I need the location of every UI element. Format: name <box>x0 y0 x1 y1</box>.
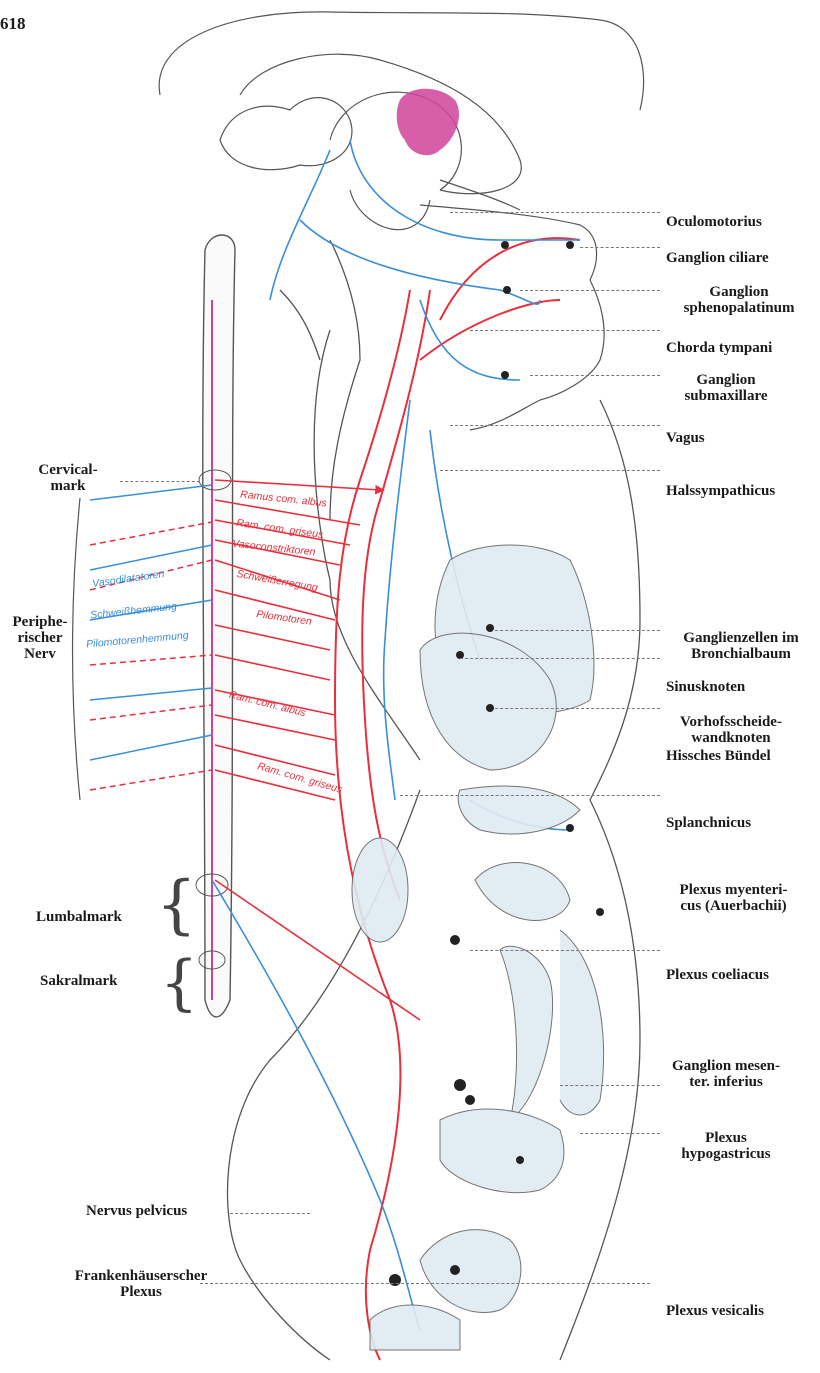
label-plexus-myentericus: Plexus myenteri- cus (Auerbachii) <box>666 882 801 914</box>
label-line: Ganglion <box>666 372 786 388</box>
leader-cervical <box>120 481 200 482</box>
label-lumbalmark: Lumbalmark <box>36 909 122 925</box>
torso-outline <box>228 240 640 1360</box>
leader-sinusknoten <box>460 658 660 659</box>
leader-franken <box>200 1283 650 1284</box>
label-line: Cervical- <box>28 462 108 478</box>
label-chorda-tympani: Chorda tympani <box>666 340 772 356</box>
label-line: Ganglion mesen- <box>666 1058 786 1074</box>
spinal-cord <box>196 235 235 1017</box>
pituitary-region <box>397 89 459 155</box>
leader-vagus <box>450 425 660 426</box>
leader-vorhof <box>495 708 660 709</box>
label-line: Plexus <box>56 1284 226 1300</box>
leader-chorda <box>470 330 660 331</box>
label-ganglion-mesenter-inferius: Ganglion mesen- ter. inferius <box>666 1058 786 1090</box>
label-vagus: Vagus <box>666 430 705 446</box>
sakral-brace: { <box>160 955 198 1011</box>
label-line: Plexus <box>666 1130 786 1146</box>
leader-ganglienzellen <box>495 630 660 631</box>
label-sakralmark: Sakralmark <box>40 973 118 989</box>
label-line: rischer <box>4 630 76 646</box>
label-oculomotorius: Oculomotorius <box>666 214 762 230</box>
label-frankenhaeuserscher-plexus: Frankenhäuserscher Plexus <box>56 1268 226 1300</box>
label-peripherischer-nerv: Periphe- rischer Nerv <box>4 614 76 662</box>
label-ganglion-sphenopalatinum: Ganglion sphenopalatinum <box>666 284 812 316</box>
label-plexus-vesicalis: Plexus vesicalis <box>666 1303 764 1319</box>
label-line: cus (Auerbachii) <box>666 898 801 914</box>
label-line: Bronchialbaum <box>666 646 816 662</box>
label-nervus-pelvicus: Nervus pelvicus <box>86 1203 187 1219</box>
leader-halssympathicus <box>440 470 660 471</box>
label-line: Ganglienzellen im <box>666 630 816 646</box>
leader-oculomotorius <box>450 212 660 213</box>
lumbal-brace: { <box>156 875 197 935</box>
leader-submax <box>530 375 660 376</box>
label-ganglion-submaxillare: Ganglion submaxillare <box>666 372 786 404</box>
label-line: sphenopalatinum <box>666 300 812 316</box>
label-line: ter. inferius <box>666 1074 786 1090</box>
leader-ganglion-mes <box>560 1085 660 1086</box>
label-hissches-buendel: Hissches Bündel <box>666 748 771 764</box>
leader-splanchnicus <box>400 795 660 796</box>
label-line: Ganglion <box>666 284 812 300</box>
label-splanchnicus: Splanchnicus <box>666 815 751 831</box>
label-plexus-hypogastricus: Plexus hypogastricus <box>666 1130 786 1162</box>
leader-pelvicus <box>230 1213 310 1214</box>
label-line: submaxillare <box>666 388 786 404</box>
label-line: wandknoten <box>666 730 796 746</box>
leader-ganglion-spheno <box>520 290 660 291</box>
label-vorhofsscheidewandknoten: Vorhofsscheide- wandknoten <box>666 714 796 746</box>
label-line: Frankenhäuserscher <box>56 1268 226 1284</box>
leader-plexus-coeliacus <box>470 950 660 951</box>
leader-ganglion-ciliare <box>580 247 660 248</box>
label-sinusknoten: Sinusknoten <box>666 679 745 695</box>
label-ganglion-ciliare: Ganglion ciliare <box>666 250 769 266</box>
label-plexus-coeliacus: Plexus coeliacus <box>666 967 769 983</box>
label-line: Periphe- <box>4 614 76 630</box>
label-line: mark <box>28 478 108 494</box>
label-line: Vorhofsscheide- <box>666 714 796 730</box>
leader-plexus-hypo <box>580 1133 660 1134</box>
label-halssympathicus: Halssympathicus <box>666 483 775 499</box>
label-line: Nerv <box>4 646 76 662</box>
label-line: hypogastricus <box>666 1146 786 1162</box>
label-line: Plexus myenteri- <box>666 882 801 898</box>
label-ganglienzellen: Ganglienzellen im Bronchialbaum <box>666 630 816 662</box>
label-cervicalmark: Cervical- mark <box>28 462 108 494</box>
